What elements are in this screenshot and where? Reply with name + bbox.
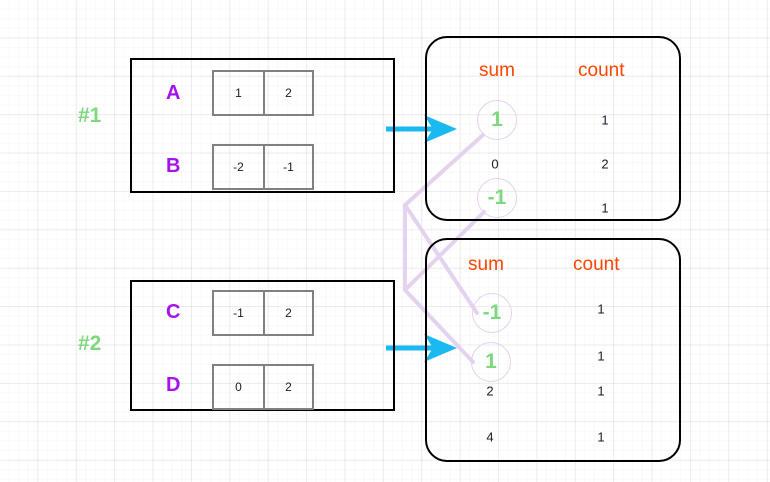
partition-1-row-A-cells: 1 2 bbox=[212, 70, 314, 116]
table-1-row-0-sum: 1 bbox=[491, 108, 503, 131]
cell-value: -1 bbox=[262, 146, 312, 188]
partition-2-row-D-cells: 0 2 bbox=[212, 364, 314, 410]
cell-value: 1 bbox=[235, 86, 242, 100]
table-2-row-2-sum: 2 bbox=[486, 383, 494, 399]
table-2-row-3-sum: 4 bbox=[486, 429, 494, 445]
table-1-row-2-count: 1 bbox=[601, 200, 609, 216]
partition-2-row-D-name: D bbox=[166, 374, 181, 396]
cell-value: -2 bbox=[233, 160, 244, 174]
partition-1-row-B-cells: -2 -1 bbox=[212, 144, 314, 190]
cell-value: 0 bbox=[235, 380, 242, 394]
table-2-header-sum: sum bbox=[468, 254, 504, 275]
highlight-circle bbox=[471, 342, 511, 382]
table-1-header-count: count bbox=[578, 60, 625, 81]
table-1-row-1-count: 2 bbox=[601, 156, 609, 172]
partition-1-block bbox=[130, 58, 395, 193]
cell-value: 2 bbox=[262, 366, 312, 408]
highlight-circle bbox=[477, 100, 517, 140]
partition-2-row-C-name: C bbox=[166, 301, 181, 323]
cell-value: 2 bbox=[262, 292, 312, 334]
partition-2-row-C-cells: -1 2 bbox=[212, 290, 314, 336]
table-2-header-count: count bbox=[573, 254, 620, 275]
partition-1-label: #1 bbox=[78, 104, 102, 127]
partition-1-row-A-name: A bbox=[166, 82, 181, 104]
table-2-row-2-count: 1 bbox=[597, 383, 605, 399]
table-2-row-0-sum: -1 bbox=[482, 301, 502, 324]
table-1-row-0-count: 1 bbox=[601, 112, 609, 128]
table-2-row-1-sum: 1 bbox=[485, 350, 497, 373]
highlight-circle bbox=[472, 293, 512, 333]
partition-2-block bbox=[130, 280, 395, 411]
aggregate-table-1 bbox=[425, 36, 681, 221]
partition-2-label: #2 bbox=[78, 332, 102, 355]
cell-value: -1 bbox=[233, 306, 244, 320]
partition-1-row-B-name: B bbox=[166, 155, 181, 177]
table-1-header-sum: sum bbox=[479, 60, 515, 81]
table-2-row-3-count: 1 bbox=[597, 429, 605, 445]
table-1-row-2-sum: -1 bbox=[487, 186, 507, 209]
highlight-circle bbox=[477, 178, 517, 218]
cell-value: 2 bbox=[262, 72, 312, 114]
table-1-row-1-sum: 0 bbox=[491, 156, 499, 172]
table-2-row-1-count: 1 bbox=[597, 348, 605, 364]
table-2-row-0-count: 1 bbox=[597, 301, 605, 317]
aggregate-table-2 bbox=[425, 238, 681, 462]
